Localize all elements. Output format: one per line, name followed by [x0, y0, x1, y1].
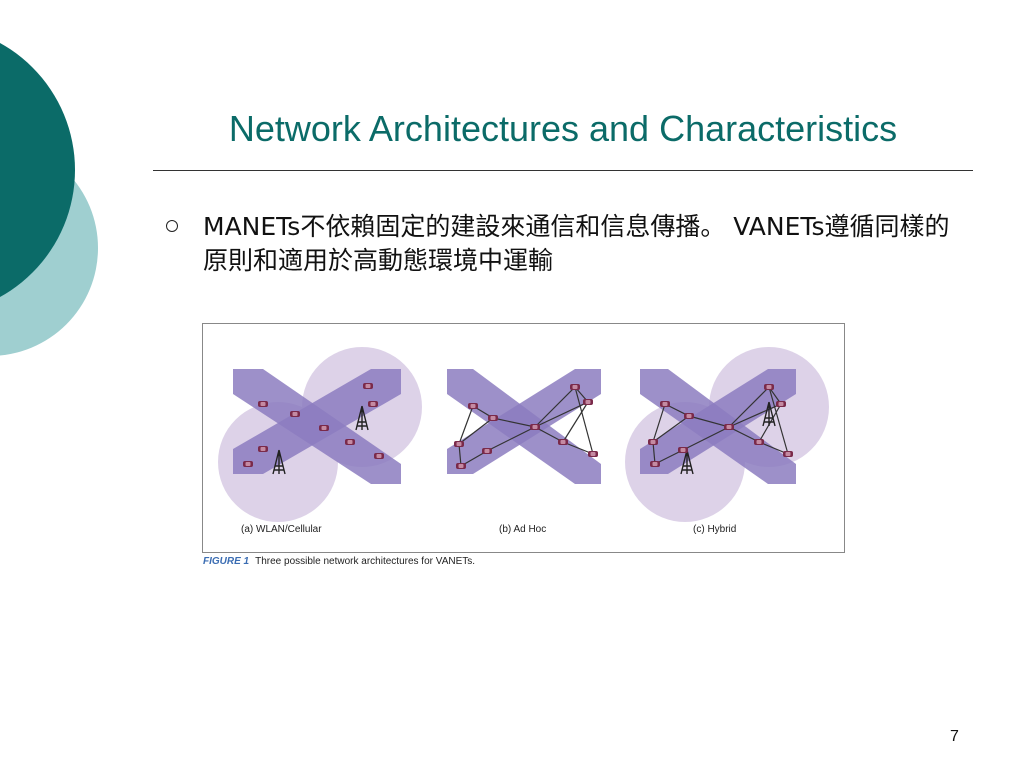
panel-ad-hoc	[447, 369, 601, 484]
figure-caption-text: Three possible network architectures for…	[255, 556, 476, 567]
caption-hybrid: (c) Hybrid	[693, 524, 737, 535]
figure-image: (a) WLAN/Cellular (b) Ad Hoc (c) Hybrid	[202, 323, 845, 553]
panel-hybrid	[625, 347, 829, 522]
bullet-circle-icon	[166, 220, 178, 232]
bullet-text: MANETs不依賴固定的建設來通信和信息傳播。 VANETs遵循同樣的原則和適用…	[203, 212, 950, 275]
figure-diagram	[218, 347, 829, 522]
figure-caption: FIGURE 1 Three possible network architect…	[203, 556, 475, 567]
page-title: Network Architectures and Characteristic…	[228, 108, 898, 149]
caption-wlan-cellular: (a) WLAN/Cellular	[241, 524, 322, 535]
caption-ad-hoc: (b) Ad Hoc	[499, 524, 547, 535]
page-number: 7	[950, 728, 959, 745]
panel-wlan-cellular	[218, 347, 422, 522]
figure-label: FIGURE 1	[203, 556, 250, 567]
title-divider	[153, 170, 973, 171]
